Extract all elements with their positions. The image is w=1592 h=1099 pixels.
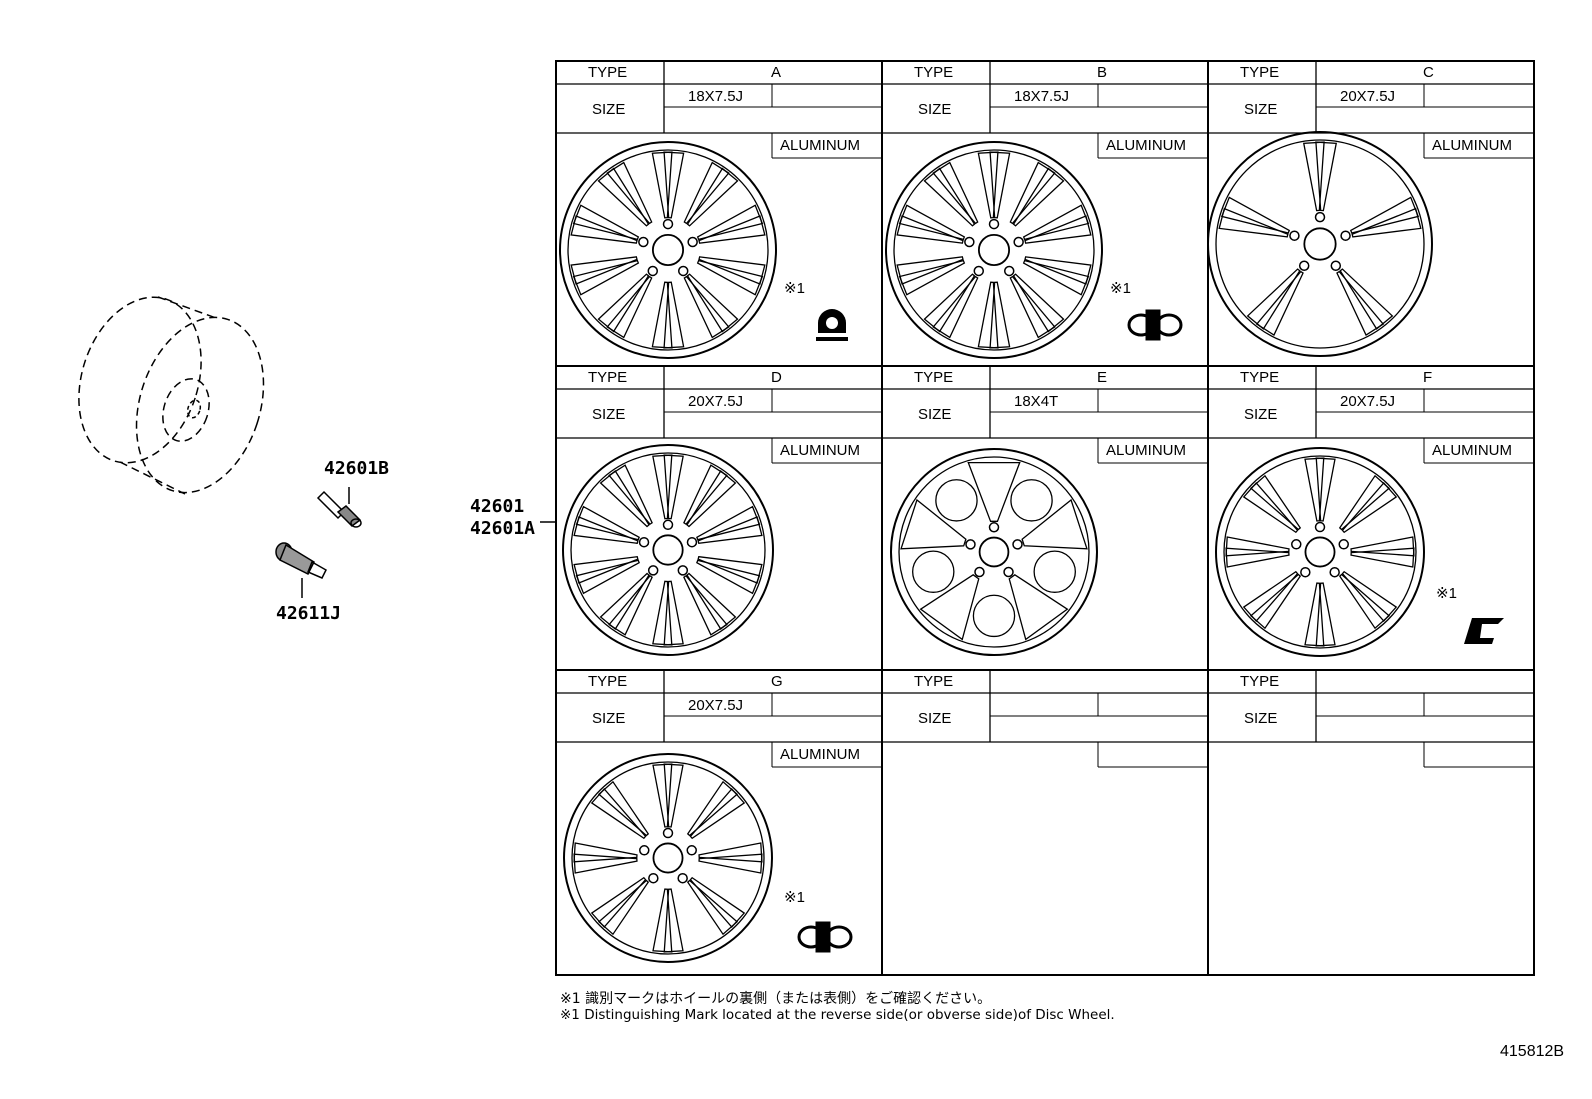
size-header: SIZE	[592, 406, 626, 423]
size-value: 20X7.5J	[688, 697, 744, 714]
size-header: SIZE	[1244, 101, 1278, 118]
size-header: SIZE	[918, 406, 952, 423]
table-border	[555, 60, 1535, 976]
size-value: 20X7.5J	[1340, 393, 1396, 410]
type-header: TYPE	[914, 369, 954, 386]
wheel-drawing-f[interactable]	[1215, 447, 1425, 657]
size-value: 18X7.5J	[688, 88, 744, 105]
wheel-type-table	[555, 60, 1535, 976]
footnote-japanese: ※1 識別マークはホイールの裏側（または表側）をご確認ください。	[560, 991, 992, 1007]
wheel-drawing-a[interactable]	[559, 141, 777, 359]
mark-b	[1127, 309, 1183, 341]
part-label-42601[interactable]: 42601	[470, 496, 525, 517]
size-value: 20X7.5J	[1340, 88, 1396, 105]
size-value: 20X7.5J	[688, 393, 744, 410]
wheel-cell-E[interactable]	[882, 366, 1208, 464]
lug-bolt-icon[interactable]	[316, 487, 362, 528]
type-header: TYPE	[1240, 64, 1280, 81]
wheel-cell-D[interactable]	[556, 366, 882, 464]
type-header: TYPE	[1240, 673, 1280, 690]
size-header: SIZE	[592, 710, 626, 727]
material-label: ALUMINUM	[780, 442, 861, 459]
wheel-cell-G[interactable]	[556, 670, 882, 768]
material-label: ALUMINUM	[1106, 137, 1187, 154]
size-header: SIZE	[918, 710, 952, 727]
size-header: SIZE	[1244, 406, 1278, 423]
material-label: ALUMINUM	[780, 746, 861, 763]
type-header: TYPE	[588, 64, 628, 81]
wheel-drawing-g[interactable]	[563, 753, 773, 963]
wheel-cell-blank-8[interactable]	[1208, 670, 1534, 768]
size-header: SIZE	[918, 101, 952, 118]
distinguishing-note: ※1	[1110, 280, 1131, 297]
part-label-42601A[interactable]: 42601A	[470, 518, 536, 539]
material-label: ALUMINUM	[1432, 442, 1513, 459]
wheel-cell-B[interactable]	[882, 61, 1208, 159]
wheel-drawing-e[interactable]	[890, 448, 1098, 656]
mark-g	[797, 921, 853, 953]
wheel-cell-A[interactable]	[556, 61, 882, 159]
material-label: ALUMINUM	[1432, 137, 1513, 154]
drawing-id: 415812B	[1500, 1043, 1565, 1060]
distinguishing-note: ※1	[784, 280, 805, 297]
type-header: TYPE	[1240, 369, 1280, 386]
wheel-cell-C[interactable]	[1208, 61, 1534, 159]
part-label-42611J[interactable]: 42611J	[276, 603, 342, 624]
valve-stem-icon[interactable]	[275, 542, 327, 598]
type-header: TYPE	[914, 64, 954, 81]
size-header: SIZE	[1244, 710, 1278, 727]
mark-f	[1464, 618, 1504, 644]
wheel-assembly-sketch[interactable]	[59, 281, 285, 509]
size-header: SIZE	[592, 101, 626, 118]
type-header: TYPE	[588, 673, 628, 690]
wheel-drawing-d[interactable]	[562, 444, 774, 656]
wheel-cell-F[interactable]	[1208, 366, 1534, 464]
mark-a	[816, 309, 848, 341]
distinguishing-note: ※1	[1436, 585, 1457, 602]
type-header: TYPE	[588, 369, 628, 386]
wheel-drawing-c[interactable]	[1207, 131, 1433, 357]
wheel-drawing-b[interactable]	[885, 141, 1103, 359]
type-header: TYPE	[914, 673, 954, 690]
wheel-cell-blank-7[interactable]	[882, 670, 1208, 768]
size-value: 18X7.5J	[1014, 88, 1070, 105]
distinguishing-note: ※1	[784, 889, 805, 906]
size-value: 18X4T	[1014, 393, 1059, 410]
footnote-english: ※1 Distinguishing Mark located at the re…	[560, 1007, 1115, 1023]
part-label-42601B[interactable]: 42601B	[324, 458, 390, 479]
material-label: ALUMINUM	[1106, 442, 1187, 459]
material-label: ALUMINUM	[780, 137, 861, 154]
